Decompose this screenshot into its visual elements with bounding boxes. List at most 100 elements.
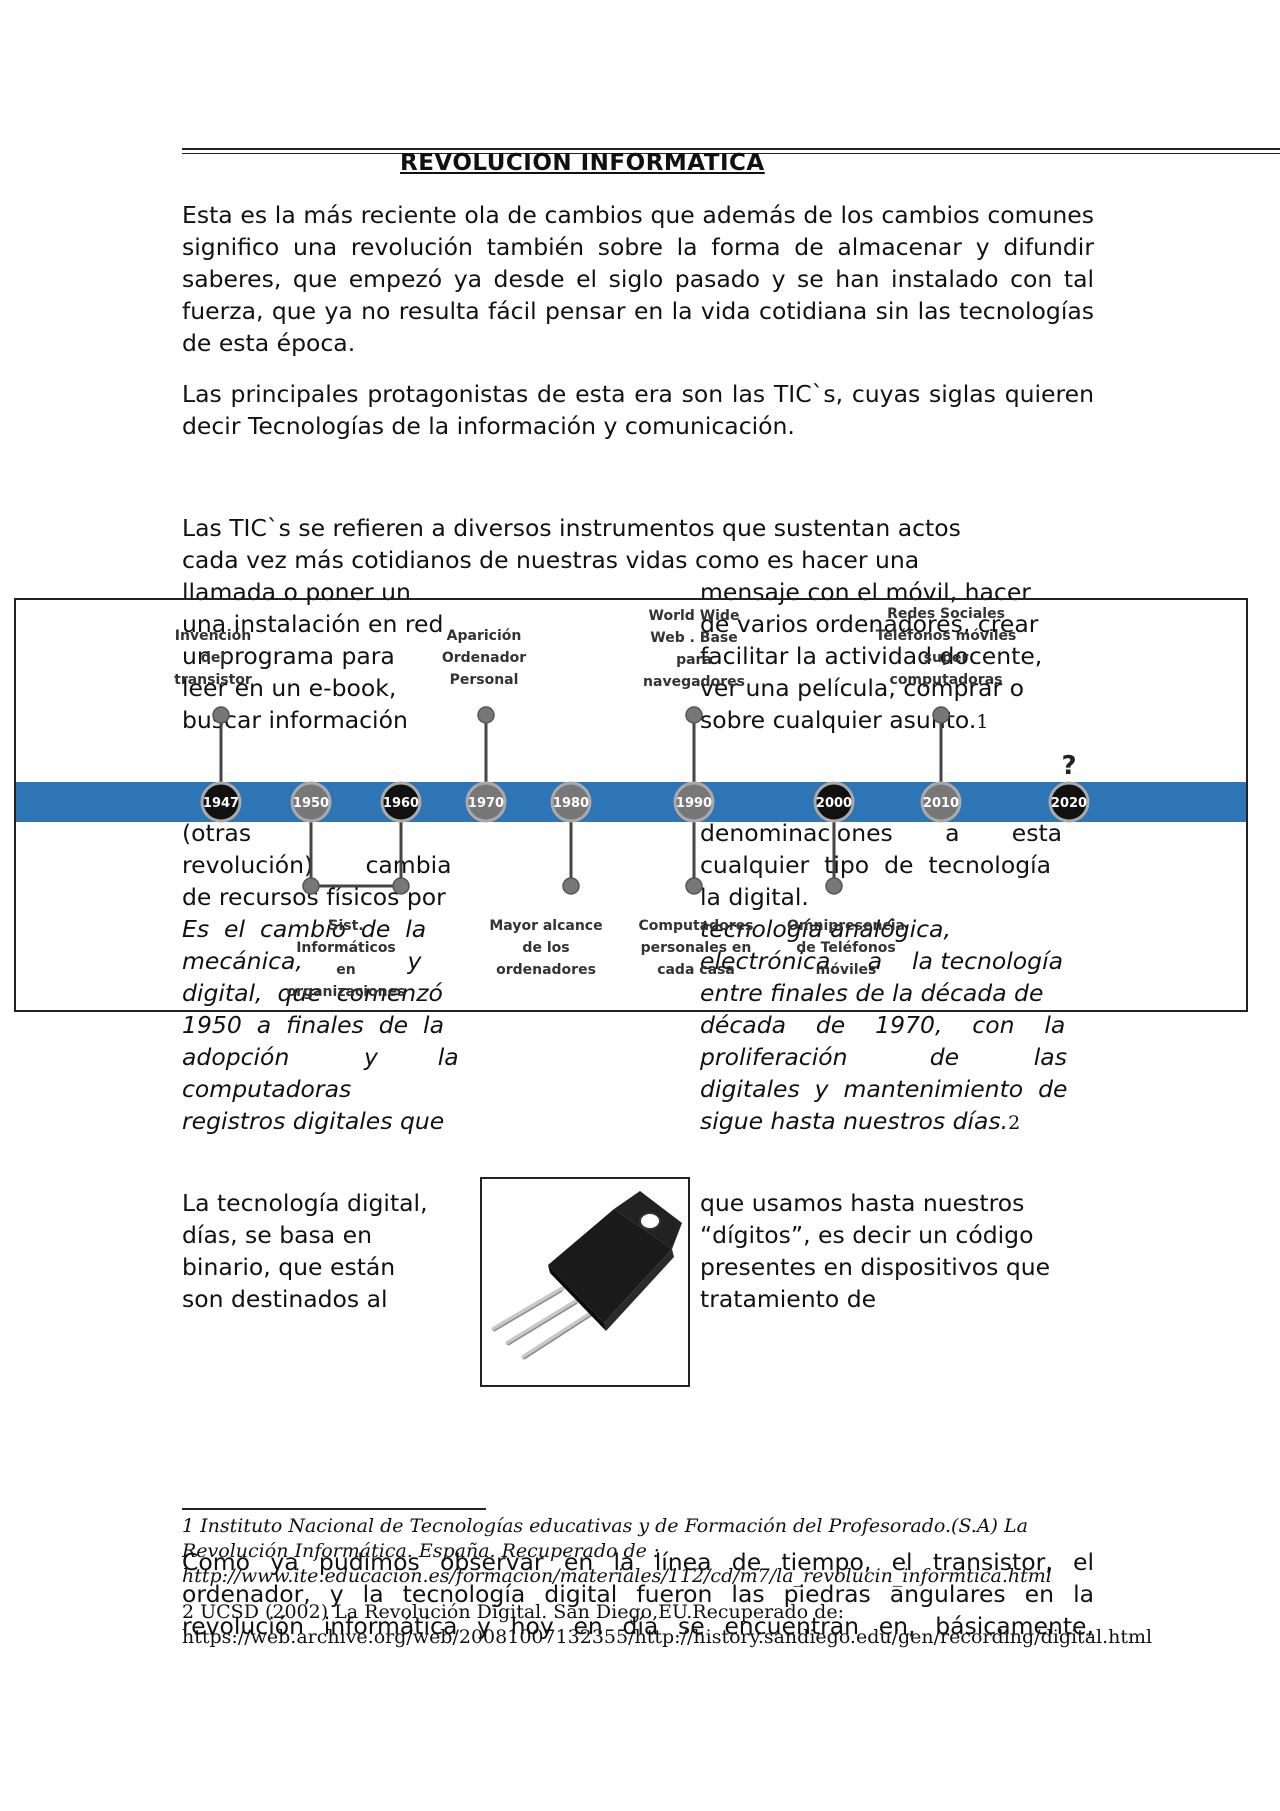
footnote-2: 2 UCSD (2002) La Revolución Digital. San… — [182, 1601, 1153, 1648]
timeline-event-label: computadoras — [890, 672, 1003, 688]
timeline-event-label: Web . Base — [650, 630, 737, 646]
p4-right-line: la digital. — [700, 883, 809, 911]
p4-right-italic-line: sigue hasta nuestros días.2 — [700, 1107, 1021, 1135]
timeline-year-node — [550, 781, 592, 823]
timeline-event-label: Personal — [450, 672, 519, 688]
p3-left-line: un programa para — [182, 642, 395, 670]
paragraph-3-line-1: Las TIC`s se refieren a diversos instrum… — [182, 514, 961, 542]
p4-right-italic-line: digitales y mantenimiento de — [700, 1075, 1068, 1103]
p4-left-italic-line: adopción y la — [182, 1043, 459, 1071]
footnote-separator — [182, 1508, 486, 1510]
timeline-pin — [477, 706, 495, 724]
timeline-event-label: personales en — [641, 940, 752, 956]
timeline-year-label: 2020 — [1051, 796, 1087, 811]
transistor-body — [548, 1209, 672, 1323]
p4-left-italic-line: digital, que comenzó — [182, 979, 443, 1007]
timeline-pin — [302, 877, 320, 895]
p4-left-italic-line: 1950 a finales de la — [182, 1011, 444, 1039]
timeline-year-node — [200, 781, 242, 823]
timeline-event-label: ordenadores — [496, 962, 596, 978]
timeline-year-label: 2010 — [923, 796, 959, 811]
timeline-event-label: del — [201, 650, 225, 666]
p3-left-line: una instalación en red — [182, 610, 444, 638]
timeline-pin — [932, 706, 950, 724]
timeline-event-label: Ordenador — [442, 650, 526, 666]
footnote-1-text: 1 Instituto Nacional de Tecnologías educ… — [182, 1515, 1052, 1587]
timeline-year-node — [1048, 781, 1090, 823]
p4-left-italic-line: registros digitales que — [182, 1107, 445, 1135]
paragraph-1: Esta es la más reciente ola de cambios q… — [182, 201, 1094, 357]
p5-right-line: tratamiento de — [700, 1285, 877, 1313]
timeline-year-label: 1960 — [383, 796, 419, 811]
p3-right-line: de varios ordenadores, crear — [700, 610, 1039, 638]
timeline-year-label: 2000 — [816, 796, 852, 811]
p4-left-italic-line: computadoras — [182, 1075, 352, 1103]
timeline-pin — [685, 706, 703, 724]
p6-line: revolución informática y hoy en día se e… — [182, 1612, 1094, 1640]
timeline-event-label: Informáticos — [296, 940, 396, 956]
p5-right-line: “dígitos”, es decir un código — [700, 1221, 1034, 1249]
p3-right-line: mensaje con el móvil, hacer — [700, 578, 1031, 606]
timeline-event-label: Computadores — [639, 918, 754, 934]
timeline-year-label: 1947 — [203, 796, 239, 811]
paragraph-3-line-2: cada vez más cotidianos de nuestras vida… — [182, 546, 920, 574]
timeline-year-node — [920, 781, 962, 823]
timeline-event-label: Mayor alcance — [489, 918, 602, 934]
timeline-event-label: móviles — [816, 962, 877, 978]
timeline-pin — [825, 877, 843, 895]
timeline-pin — [685, 877, 703, 895]
mounting-hole — [639, 1212, 661, 1230]
p3-right-line: sobre cualquier asunto.1 — [700, 706, 989, 734]
timeline-event-label: en — [336, 962, 355, 978]
timeline-event-label: cada casa — [657, 962, 735, 978]
timeline-year-node — [290, 781, 332, 823]
timeline-question-mark: ? — [1061, 751, 1076, 781]
timeline-event-label: Omnipresencia — [787, 918, 905, 934]
transistor-leg — [491, 1286, 565, 1332]
timeline-year-node — [380, 781, 422, 823]
p4-right-italic-line: década de 1970, con la — [700, 1011, 1066, 1039]
transistor-image — [480, 1177, 690, 1387]
paragraph-2: Las principales protagonistas de esta er… — [182, 380, 1094, 440]
transistor-leg — [521, 1310, 595, 1360]
p3-left-line: leer en un e-book, — [182, 674, 397, 702]
p4-right-line: cualquier tipo de tecnología — [700, 851, 1052, 879]
page-title: REVOLUCION INFORMATICA — [400, 150, 765, 176]
timeline-event-label: Redes Sociales — [887, 606, 1005, 622]
timeline-event-label: Teléfonos móviles — [876, 628, 1017, 644]
p5-right-line: que usamos hasta nuestros — [700, 1189, 1025, 1217]
timeline-year-label: 1950 — [293, 796, 329, 811]
timeline-event-label: navegadores — [643, 674, 745, 690]
p5-left-line: binario, que están — [182, 1253, 396, 1281]
p4-left-line: revolución) cambia — [182, 851, 452, 879]
p4-right-line: denominaciones a esta — [700, 819, 1063, 847]
p3-right-line: ver una película, comprar o — [700, 674, 1024, 702]
timeline-event-label: transistor — [174, 672, 252, 688]
timeline-chart: InvencióndeltransistorApariciónOrdenador… — [16, 606, 1246, 1000]
timeline-event-label: Invención — [175, 628, 251, 644]
transistor-icon — [491, 1191, 682, 1360]
transistor-leg — [505, 1298, 580, 1346]
timeline-year-node — [465, 781, 507, 823]
timeline-event-label: para — [676, 652, 712, 668]
p4-left-italic-line: mecánica, y — [182, 947, 422, 975]
p4-right-italic-line: electrónica, a la tecnología — [700, 947, 1064, 975]
p3-right-line: facilitar la actividad docente, — [700, 642, 1043, 670]
timeline-year-label: 1970 — [468, 796, 504, 811]
timeline-event-label: super — [924, 650, 969, 666]
footnote-ref-2[interactable]: 2 — [1008, 1112, 1021, 1134]
timeline-year-label: 1990 — [676, 796, 712, 811]
timeline-event-label: World Wide — [649, 608, 740, 624]
timeline-pin — [212, 706, 230, 724]
header-rule-bottom — [182, 153, 1280, 154]
footnote-ref-1[interactable]: 1 — [976, 711, 989, 733]
p5-left-line: días, se basa en — [182, 1221, 372, 1249]
p6-line: ordenador, y la tecnología digital fuero… — [182, 1580, 1094, 1608]
timeline-year-node — [813, 781, 855, 823]
p3-left-line: llamada o poner un — [182, 578, 411, 606]
header-rule-top — [182, 148, 1280, 150]
p4-right-italic-line: entre finales de la década de — [700, 979, 1044, 1007]
timeline-year-node — [673, 781, 715, 823]
p6-line: Como ya pudimos observar en la línea de … — [182, 1548, 1094, 1576]
